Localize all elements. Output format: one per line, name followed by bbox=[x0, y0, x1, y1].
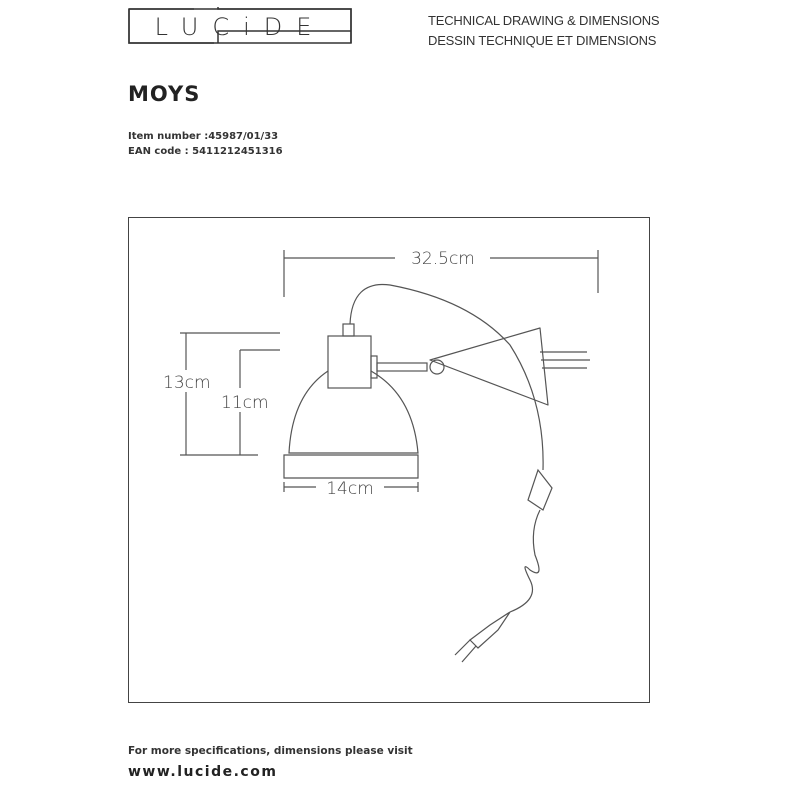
clip bbox=[429, 327, 590, 406]
header-line-1: TECHNICAL DRAWING & DIMENSIONS bbox=[428, 13, 660, 28]
svg-text:LUCiDE: LUCiDE bbox=[155, 13, 326, 41]
cable bbox=[349, 283, 553, 663]
lamp-shade bbox=[283, 323, 428, 479]
lucide-logo: LUCiDE bbox=[128, 7, 352, 44]
dim-diameter: 14cm bbox=[283, 479, 419, 499]
dim-width-total: 32.5cm bbox=[283, 249, 599, 297]
footer-url[interactable]: www.lucide.com bbox=[128, 764, 278, 780]
dim-label-width: 32.5cm bbox=[411, 249, 475, 269]
dim-label-height-shade: 11cm bbox=[221, 393, 269, 413]
ean-code: EAN code : 5411212451316 bbox=[128, 146, 283, 157]
dim-label-diameter: 14cm bbox=[326, 479, 374, 499]
footer-note: For more specifications, dimensions plea… bbox=[128, 745, 413, 757]
dim-height: 13cm 11cm bbox=[163, 332, 280, 456]
header-line-2: DESSIN TECHNIQUE ET DIMENSIONS bbox=[428, 33, 657, 48]
dim-label-height-total: 13cm bbox=[163, 373, 211, 393]
drawing-frame bbox=[128, 217, 650, 703]
product-name: MOYS bbox=[128, 82, 201, 106]
item-number: Item number :45987/01/33 bbox=[128, 131, 279, 142]
